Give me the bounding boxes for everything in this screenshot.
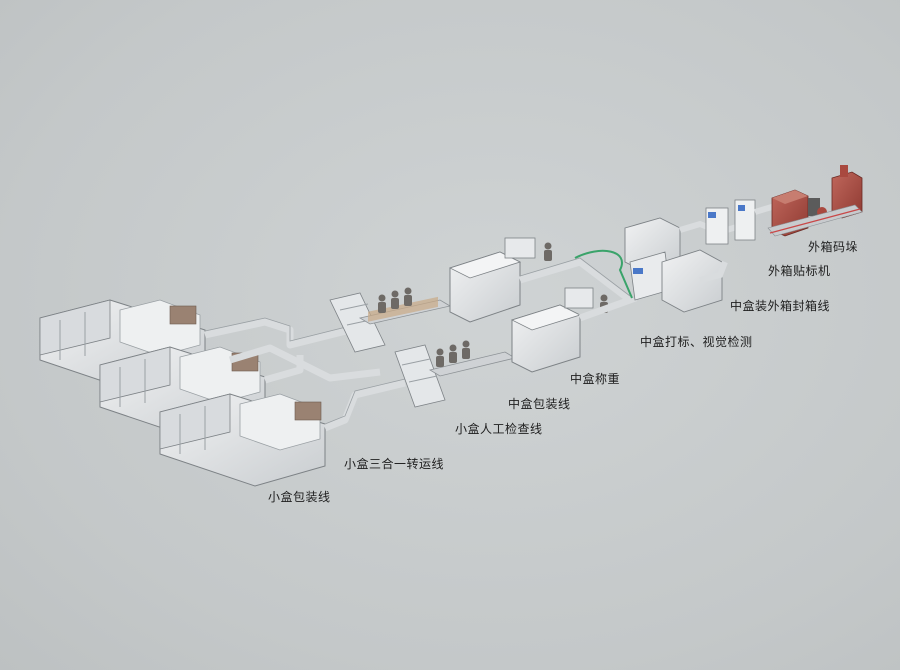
label-medium-box-labeling-vision: 中盒打标、视觉检测 [640,335,753,349]
carton-labeling-machine [705,199,756,245]
label-small-box-manual-inspection-line: 小盒人工检查线 [455,422,543,436]
medium-box-packing-machine-lower [510,287,594,373]
label-carton-labeling-machine: 外箱贴标机 [768,264,831,278]
label-small-box-3in1-transfer-line: 小盒三合一转运线 [344,457,445,471]
small-box-packing-cell-3 [159,393,326,487]
small-box-packing-cell-1 [39,299,206,393]
medium-box-weighing-conveyor [518,249,638,322]
medium-box-labeling-vision-station [624,217,681,301]
label-medium-box-carton-sealing-line: 中盒装外箱封箱线 [730,299,831,313]
label-carton-palletizing: 外箱码垛 [808,240,859,254]
carton-packing-sealing-line [661,220,741,313]
label-medium-box-weighing: 中盒称重 [570,372,621,386]
label-small-box-packing-line: 小盒包装线 [268,490,331,504]
medium-box-packing-machine-upper [448,237,536,323]
label-medium-box-packing-line: 中盒包装线 [508,397,571,411]
elevated-ramp-2 [394,344,446,408]
carton-palletizing-cell [754,165,863,237]
elevated-ramp-1 [329,292,386,353]
